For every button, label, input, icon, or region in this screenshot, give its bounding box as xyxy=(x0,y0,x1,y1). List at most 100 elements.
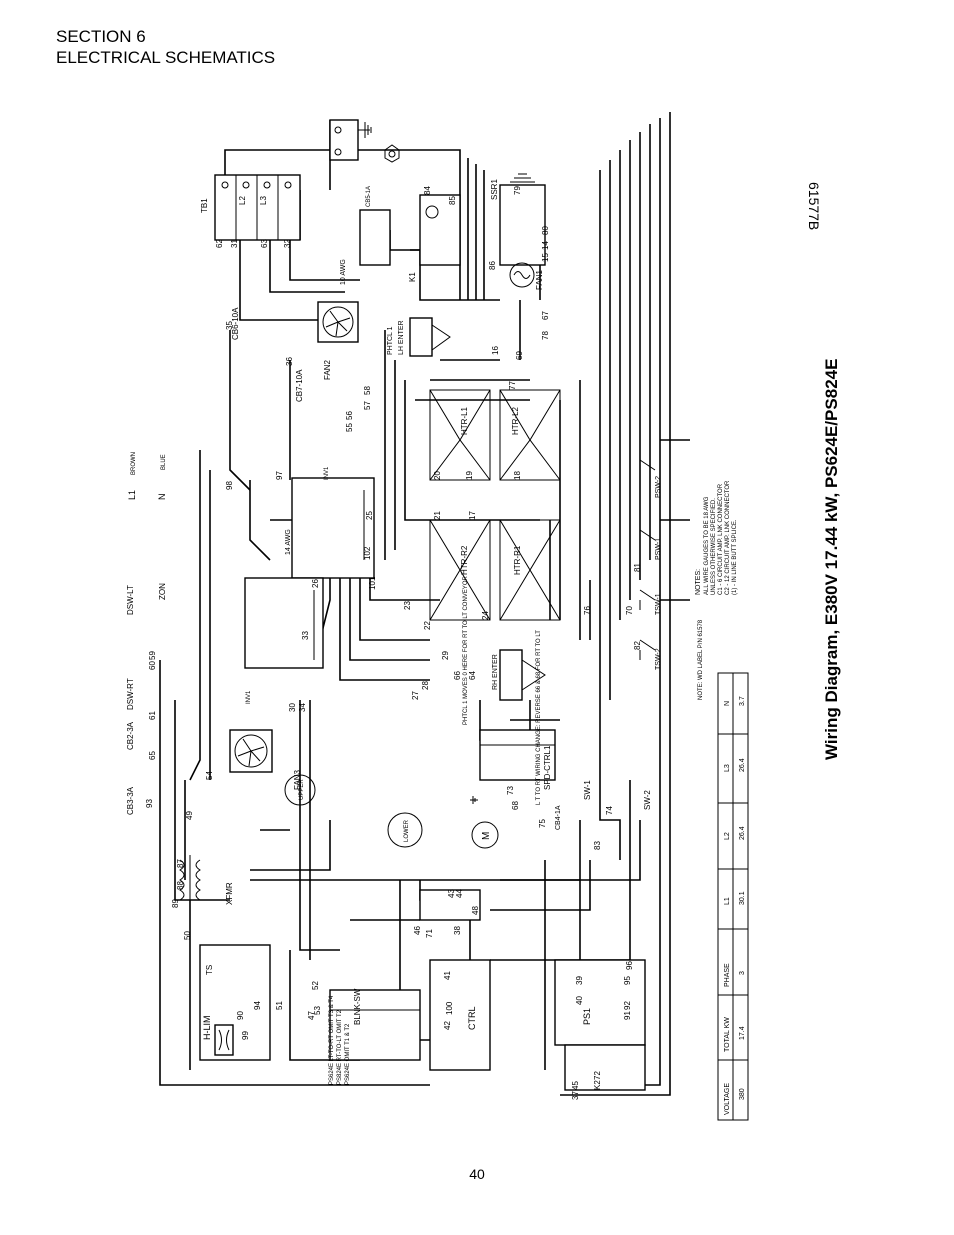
cooling-fans xyxy=(229,301,359,773)
wire-number-26: 26 xyxy=(311,579,320,588)
wire-number-56: 56 xyxy=(345,411,354,420)
wire-number-87: 87 xyxy=(176,859,185,868)
label-n: N xyxy=(157,494,167,501)
label-ts: TS xyxy=(205,965,214,975)
wire-number-88: 88 xyxy=(176,881,185,890)
wire-number-53: 53 xyxy=(313,1006,322,1015)
wire-number-57: 57 xyxy=(363,401,372,410)
table-header-l3: L3 xyxy=(724,764,731,772)
wire-number-17: 17 xyxy=(468,511,477,520)
notes-block: NOTES: ALL WIRE GAUGES TO BE 18 AWG UNLE… xyxy=(695,480,738,700)
wire-number-15: 15 xyxy=(541,253,550,262)
table-value-l2: 26.4 xyxy=(739,826,746,840)
wire-number-77: 77 xyxy=(508,381,517,390)
label-brown: BROWN xyxy=(131,452,137,475)
wire-number-54: 54 xyxy=(205,771,214,780)
label-l1: L1 xyxy=(127,490,137,500)
voltage-table xyxy=(717,672,749,1121)
wire-number-46: 46 xyxy=(413,926,422,935)
wire-number-49: 49 xyxy=(185,811,194,820)
label-fan3: FAN3 xyxy=(293,769,302,790)
component-labels: TB1 CB5-1A K1 SSR1 FAN1 FAN2 FAN3 CB6-10… xyxy=(126,179,662,1090)
wire-number-73: 73 xyxy=(506,786,515,795)
wire-number-39: 39 xyxy=(575,976,584,985)
wire-number-79: 79 xyxy=(513,186,522,195)
wire-number-42: 42 xyxy=(443,1021,452,1030)
table-header-totalkw: TOTAL KW xyxy=(724,1017,731,1052)
control-board xyxy=(329,889,646,1091)
pressure-temp-switches xyxy=(639,459,656,660)
wire-number-14: 14 xyxy=(541,241,550,250)
photocells xyxy=(409,317,546,701)
wire-number-45: 45 xyxy=(571,1081,580,1090)
label-inv1: INV1 xyxy=(324,466,330,480)
wire-number-35: 35 xyxy=(225,321,234,330)
wire-number-19: 19 xyxy=(465,471,474,480)
callout-thermo-3: PS624E OMIT T1 & T2 xyxy=(345,1023,351,1085)
label-htr-l1: HTR-L1 xyxy=(460,406,469,435)
note-line-4: C2 - 12 CIRCUIT AMP. LNK CONNECTOR xyxy=(725,480,731,595)
wire-number-20: 20 xyxy=(433,471,442,480)
blower-motors xyxy=(284,774,499,849)
label-cb7: CB7-10A xyxy=(295,369,304,402)
wire-number-61: 61 xyxy=(148,711,157,720)
wire-number-30: 30 xyxy=(288,703,297,712)
wire-number-93: 93 xyxy=(145,799,154,808)
wire-number-86: 86 xyxy=(488,261,497,270)
label-tsw1: TSW-1 xyxy=(655,593,662,615)
label-zon-1: ZON xyxy=(158,583,167,600)
wire-number-74: 74 xyxy=(605,806,614,815)
wire-number-59: 59 xyxy=(148,651,157,660)
voltage-table-text: VOLTAGE TOTAL KW PHASE L1 L2 L3 N 380 17… xyxy=(724,696,746,1115)
label-cb3: CB3-3A xyxy=(126,786,135,815)
callout-phtcl-move: PHTCL 1 MOVES 0 HERE FOR RT TO LT CONVEY… xyxy=(463,576,469,725)
label-m: M xyxy=(481,832,492,840)
wire-number-70: 70 xyxy=(625,606,634,615)
breakers-and-contactors xyxy=(359,173,546,288)
ground-lug xyxy=(329,119,400,163)
wire-number-72: 72 xyxy=(593,1071,602,1080)
wire-number-94: 94 xyxy=(253,1001,262,1010)
label-hlim: H-LIM xyxy=(202,1016,212,1041)
table-header-l1: L1 xyxy=(724,897,731,905)
label-rh-enter: RH ENTER xyxy=(492,654,499,690)
wire-number-85: 85 xyxy=(448,196,457,205)
label-upper: UPPER xyxy=(299,779,305,800)
wire-number-51: 51 xyxy=(275,1001,284,1010)
label-cb5: CB5-1A xyxy=(366,186,372,207)
wire-number-25: 25 xyxy=(365,511,374,520)
wire-number-18: 18 xyxy=(513,471,522,480)
label-ssr1: SSR1 xyxy=(490,179,499,200)
wire-number-33: 33 xyxy=(301,631,310,640)
wire-number-99: 99 xyxy=(241,1031,250,1040)
label-fan2: FAN2 xyxy=(323,359,332,380)
section-title: ELECTRICAL SCHEMATICS xyxy=(56,48,276,67)
note-line-3: C1 - 6 CIRCUIT AMP. LNK CONNECTOR xyxy=(718,483,724,595)
wire-number-60: 60 xyxy=(148,661,157,670)
table-header-phase: PHASE xyxy=(724,963,731,987)
wire-number-62: 62 xyxy=(215,239,224,248)
label-k2: K2 xyxy=(593,1080,602,1090)
label-ds1: DSW-LT xyxy=(126,585,135,615)
label-cb6: CB6-10A xyxy=(231,307,240,340)
inverters xyxy=(244,477,375,669)
wire-number-50: 50 xyxy=(183,931,192,940)
wire-number-22: 22 xyxy=(423,621,432,630)
wire-number-38: 38 xyxy=(453,926,462,935)
wire-number-47: 47 xyxy=(307,1011,316,1020)
wire-number-91: 91 xyxy=(623,1011,632,1020)
label-fan1: FAN1 xyxy=(535,269,544,290)
label-cb4: CB4-1A xyxy=(555,805,562,830)
wire-number-55: 55 xyxy=(345,423,354,432)
wire-number-97: 97 xyxy=(275,471,284,480)
label-k1: K1 xyxy=(408,272,417,282)
wire-number-36: 36 xyxy=(285,357,294,366)
label-ds2: DSW-RT xyxy=(126,678,135,710)
wire-number-71: 71 xyxy=(425,929,434,938)
wire-number-67: 67 xyxy=(541,311,550,320)
wire-number-98: 98 xyxy=(225,481,234,490)
label-tsw2: TSW-2 xyxy=(655,648,662,670)
note-line-2: UNLESS OTHERWISE SPECIFIED. xyxy=(711,498,717,595)
table-value-l3: 26.4 xyxy=(739,758,746,772)
